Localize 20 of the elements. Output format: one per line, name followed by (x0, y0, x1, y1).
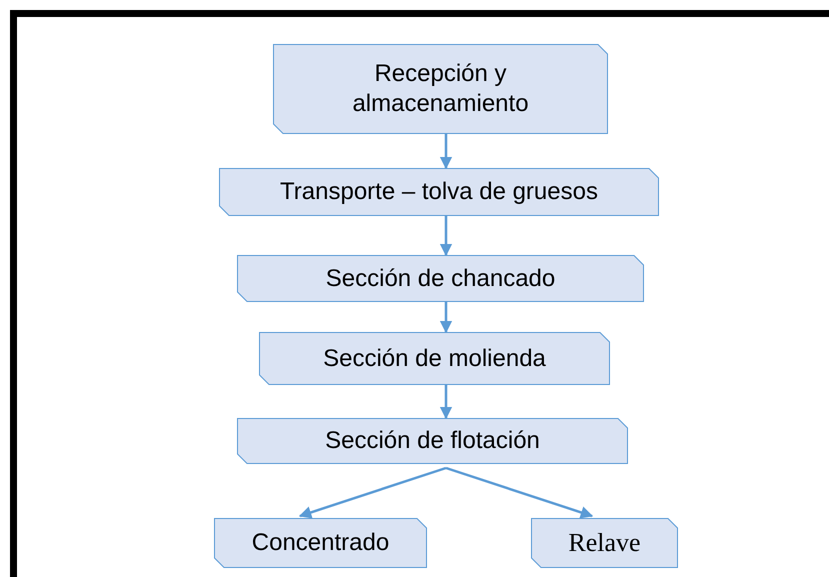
box-label: Concentrado (252, 528, 390, 558)
process-box (237, 418, 628, 464)
arrow (298, 466, 446, 518)
process-box (273, 44, 608, 134)
process-box (237, 255, 644, 302)
arrow (440, 216, 452, 256)
process-box (259, 332, 610, 385)
process-box (219, 168, 659, 216)
arrow (440, 302, 452, 334)
box-label: Transporte – tolva de gruesos (280, 177, 598, 207)
process-box (214, 518, 427, 568)
arrow (440, 134, 452, 170)
arrow (440, 385, 452, 420)
box-label: Sección de molienda (323, 344, 546, 374)
process-box (531, 518, 678, 568)
box-label: Relave (568, 526, 641, 559)
box-label: Sección de flotación (325, 426, 540, 456)
box-label: Recepción y almacenamiento (351, 59, 530, 119)
box-label: Sección de chancado (326, 264, 556, 294)
arrow (446, 466, 594, 518)
